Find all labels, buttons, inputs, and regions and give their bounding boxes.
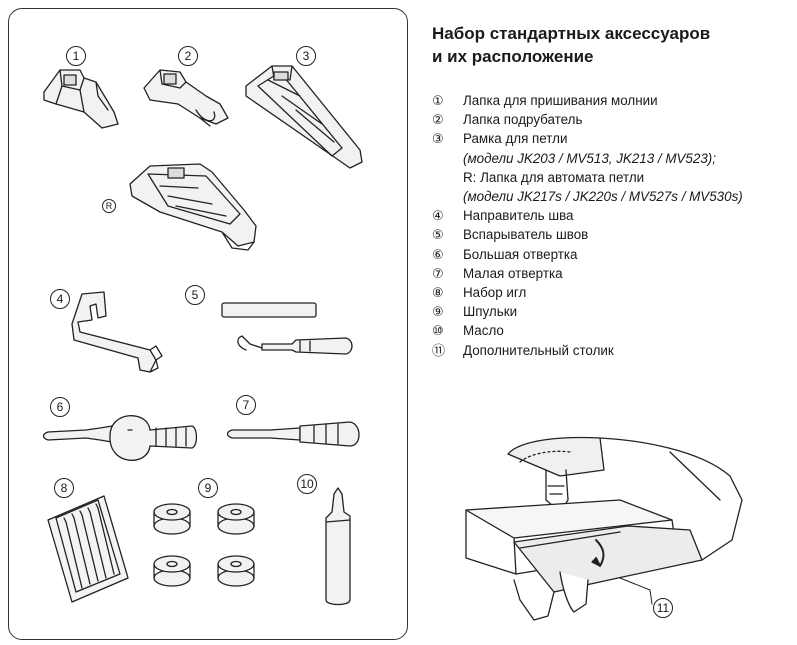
item-text: (модели JK217s / JK220s / MV527s / MV530… (463, 189, 743, 205)
item-marker: ⑨ (432, 304, 444, 320)
item-text: Дополнительный столик (463, 342, 614, 358)
list-item: ① Лапка для пришивания молнии (432, 91, 792, 110)
item-marker: ⑦ (432, 265, 444, 281)
bobbins-icon (153, 503, 255, 587)
needle-pack-icon (47, 495, 129, 603)
item-text: Вспарыватель швов (463, 227, 589, 243)
label-4-badge: 4 (50, 289, 70, 309)
item-text: Масло (463, 323, 504, 339)
large-screwdriver-icon (42, 415, 198, 461)
item-marker: ⑤ (432, 227, 444, 243)
accessories-frame (8, 8, 408, 640)
label-7-badge: 7 (236, 395, 256, 415)
item-marker: ⑥ (432, 246, 444, 262)
label-6-badge: 6 (50, 397, 70, 417)
page-title: Набор стандартных аксессуаров и их распо… (432, 22, 772, 68)
item-text: Шпульки (463, 304, 518, 320)
item-text: (модели JK203 / MV513, JK213 / MV523); (463, 150, 716, 166)
label-r-badge: R (102, 199, 116, 213)
label-9-badge: 9 (198, 478, 218, 498)
buttonhole-frame-icon (245, 65, 363, 169)
small-screwdriver-icon (226, 421, 360, 447)
title-line-1: Набор стандартных аксессуаров (432, 24, 711, 43)
extension-table-illustration (465, 436, 743, 621)
title-line-2: и их расположение (432, 47, 594, 66)
hemmer-foot-icon (143, 69, 229, 127)
label-2-badge: 2 (178, 46, 198, 66)
accessories-list: ① Лапка для пришивания молнии ② Лапка подр… (432, 91, 792, 360)
item-text: R: Лапка для автомата петли (463, 169, 645, 185)
item-marker: ⑧ (432, 285, 444, 301)
item-text: Рамка для петли (463, 131, 568, 147)
label-3-badge: 3 (296, 46, 316, 66)
list-item: ⑧ Набор игл (432, 283, 792, 302)
list-item: (модели JK203 / MV513, JK213 / MV523); (432, 149, 792, 168)
item-marker: ② (432, 112, 444, 128)
item-text: Лапка подрубатель (463, 112, 583, 128)
seam-ripper-icon (221, 302, 353, 355)
list-item: ③ Рамка для петли (432, 129, 792, 148)
item-marker: ① (432, 93, 444, 108)
item-text: Малая отвертка (463, 265, 563, 281)
item-text: Лапка для пришивания молнии (463, 93, 658, 108)
list-item: ⑩ Масло (432, 321, 792, 340)
label-1-badge: 1 (66, 46, 86, 66)
oil-bottle-icon (325, 487, 351, 606)
list-item: ⑥ Большая отвертка (432, 245, 792, 264)
item-text: Набор игл (463, 285, 527, 301)
auto-buttonhole-foot-icon (129, 163, 257, 251)
item-marker: ⑩ (432, 323, 444, 339)
list-item: ⑨ Шпульки (432, 302, 792, 321)
item-text: Направитель шва (463, 208, 574, 224)
label-5-badge: 5 (185, 285, 205, 305)
zipper-foot-icon (43, 69, 119, 129)
item-text: Большая отвертка (463, 246, 578, 262)
item-marker: ③ (432, 131, 444, 147)
list-item: R: Лапка для автомата петли (432, 168, 792, 187)
seam-guide-icon (71, 291, 163, 373)
list-item: ⑪ Дополнительный столик (432, 341, 792, 360)
list-item: ⑦ Малая отвертка (432, 264, 792, 283)
list-item: ⑤ Вспарыватель швов (432, 225, 792, 244)
label-10-badge: 10 (297, 474, 317, 494)
label-8-badge: 8 (54, 478, 74, 498)
item-marker: ④ (432, 208, 444, 224)
list-item: (модели JK217s / JK220s / MV527s / MV530… (432, 187, 792, 206)
list-item: ② Лапка подрубатель (432, 110, 792, 129)
label-11-badge: 11 (653, 598, 673, 618)
list-item: ④ Направитель шва (432, 206, 792, 225)
item-marker: ⑪ (432, 342, 446, 358)
